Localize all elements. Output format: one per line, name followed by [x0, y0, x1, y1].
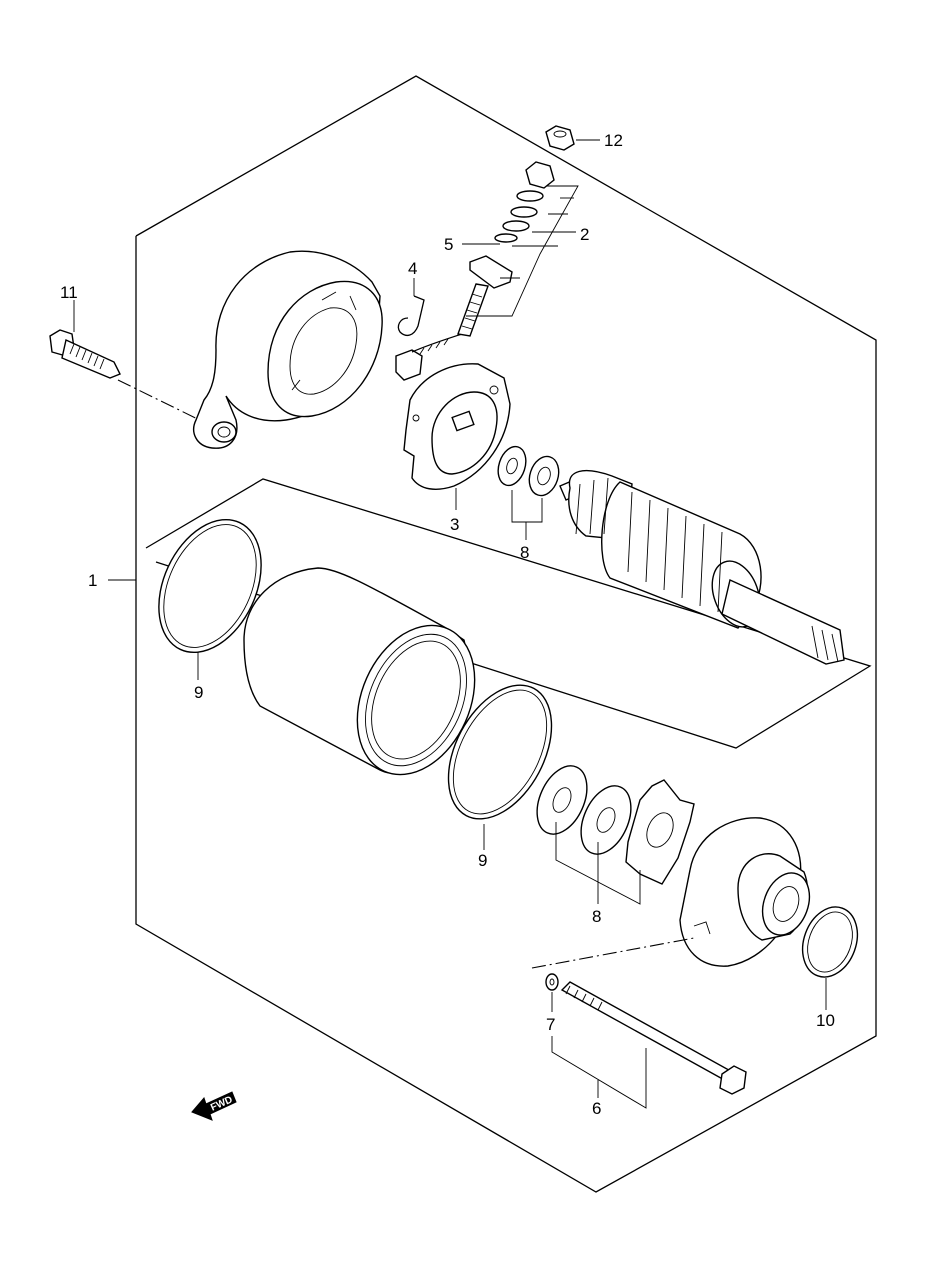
- forward-arrow-icon: FWD: [191, 1091, 237, 1121]
- callout-2: 2: [580, 225, 589, 244]
- callout-9-lower: 9: [478, 851, 487, 870]
- callout-6: 6: [592, 1099, 601, 1118]
- callout-8-upper: 8: [520, 543, 529, 562]
- part-nut-12: [545, 125, 575, 151]
- callout-3: 3: [450, 515, 459, 534]
- callout-10: 10: [816, 1011, 835, 1030]
- assembly-frame: [135, 75, 877, 1193]
- leader-lines: [73, 139, 827, 1109]
- callout-7: 7: [546, 1015, 555, 1034]
- part-front-housing: [679, 817, 811, 967]
- part-terminal-stack-2: [457, 161, 555, 337]
- callout-4: 4: [408, 259, 417, 278]
- part-washers-8-lower: [536, 765, 695, 885]
- part-washers-8-upper: [497, 445, 560, 497]
- callout-1: 1: [88, 571, 97, 590]
- part-armature: [559, 469, 845, 665]
- callout-11: 11: [60, 283, 78, 302]
- armature-group-frame: [145, 478, 872, 749]
- part-o-ring-10: [801, 906, 859, 978]
- callout-12: 12: [604, 131, 623, 150]
- part-bolt-11: [49, 329, 221, 431]
- part-rear-housing: [193, 250, 383, 449]
- callout-5: 5: [444, 235, 453, 254]
- fwd-label: FWD: [209, 1094, 234, 1113]
- callout-9-upper: 9: [194, 683, 203, 702]
- part-brush-plate-3: [403, 363, 511, 490]
- part-yoke: [243, 567, 476, 776]
- part-long-bolt-6: [531, 937, 747, 1095]
- part-o-ring-9-upper: [158, 518, 262, 654]
- callouts: 1 2 3 4 5 6 7 8 8 9 9 10 11 12: [60, 131, 835, 1118]
- part-o-ring-9-lower: [447, 684, 553, 820]
- callout-8-lower: 8: [592, 907, 601, 926]
